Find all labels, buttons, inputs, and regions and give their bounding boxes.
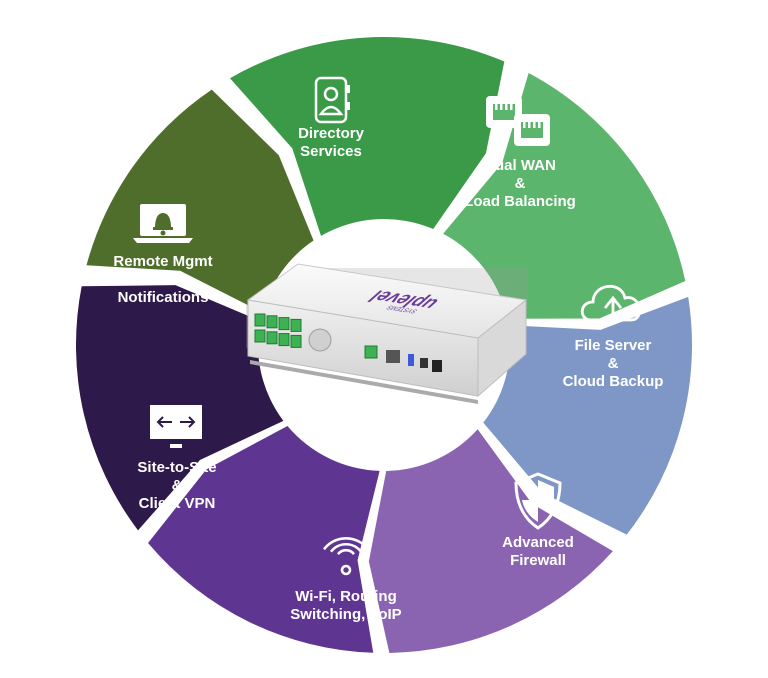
ethernet-port-icon — [266, 315, 278, 329]
segment-fileserver-label-line: File Server — [575, 337, 652, 354]
segment-dualwan: Dual WAN&Load Balancing — [443, 73, 686, 319]
wan-port-icon — [364, 345, 378, 359]
ethernet-port-icon — [290, 318, 302, 332]
ethernet-port-icon — [254, 329, 266, 343]
brand-sub: SYSTEMS — [385, 304, 420, 314]
button-icon — [420, 358, 428, 368]
segment-vpn: Site-to-Site&Client VPN — [76, 285, 284, 531]
segment-dualwan-shape — [443, 73, 686, 319]
segment-dualwan-label-line: Dual WAN — [484, 157, 556, 174]
segment-remote: Remote Mgmt&Notifications — [86, 89, 314, 313]
segment-fileserver-label: File Server&Cloud Backup — [563, 337, 664, 390]
wifi-icon — [322, 537, 370, 576]
segment-remote-shape — [86, 89, 314, 313]
usb-port-icon — [408, 354, 414, 366]
ethernet-ports-icon — [486, 96, 550, 146]
address-book-icon — [314, 76, 350, 124]
segment-fileserver-label-line: & — [608, 355, 619, 372]
ethernet-port-icon — [278, 333, 290, 347]
segment-wifi-label-line: Switching, VoIP — [290, 606, 401, 623]
segment-firewall-shape — [368, 429, 613, 653]
segment-firewall-label-line: Advanced — [502, 534, 574, 551]
segment-remote-label-line: & — [158, 271, 169, 288]
segment-vpn-label-line: & — [172, 477, 183, 494]
cloud-upload-icon — [580, 284, 641, 322]
segment-remote-label: Remote Mgmt&Notifications — [113, 253, 212, 306]
laptop-bell-icon — [133, 204, 193, 243]
segment-firewall-label-line: Firewall — [510, 552, 566, 569]
power-jack-icon — [432, 360, 442, 372]
segment-dualwan-label: Dual WAN&Load Balancing — [464, 157, 576, 210]
lan-port-icon — [386, 350, 400, 363]
segment-vpn-label-line: Site-to-Site — [137, 459, 216, 476]
ethernet-port-icon — [254, 313, 266, 327]
shield-icon — [514, 472, 562, 530]
segment-dualwan-label-line: & — [515, 175, 526, 192]
ethernet-port-icon — [278, 317, 290, 331]
segment-wifi-label-line: Wi-Fi, Routing — [295, 588, 397, 605]
ethernet-port-icon — [266, 331, 278, 345]
segment-fileserver-label-line: Cloud Backup — [563, 373, 664, 390]
segment-dualwan-label-line: Load Balancing — [464, 193, 576, 210]
segment-directory-shape — [230, 37, 505, 236]
segment-vpn-label-line: Client VPN — [139, 495, 216, 512]
segment-remote-label-line: Notifications — [118, 289, 209, 306]
ethernet-port-icon — [290, 334, 302, 348]
monitor-arrows-icon — [150, 405, 202, 448]
segment-remote-label-line: Remote Mgmt — [113, 253, 212, 270]
segment-vpn-label: Site-to-Site&Client VPN — [137, 459, 216, 512]
segment-wifi-shape — [148, 425, 380, 653]
segment-directory-label-line: Directory — [298, 125, 365, 142]
speaker-icon — [308, 328, 332, 352]
segment-directory-label-line: Services — [300, 143, 362, 160]
